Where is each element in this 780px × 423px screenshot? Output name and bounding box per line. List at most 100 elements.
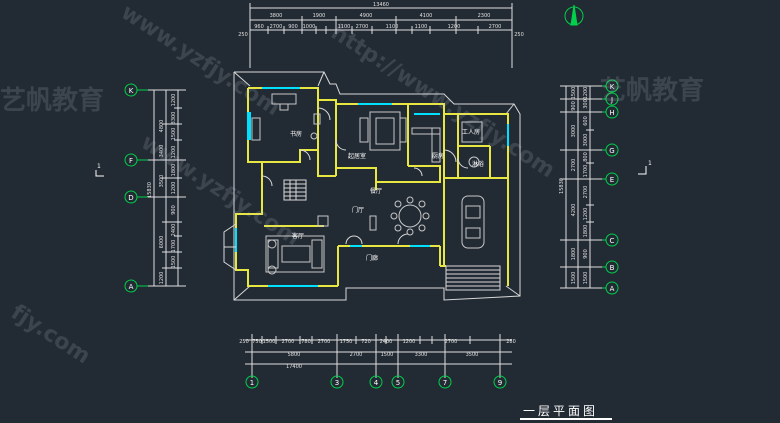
drawing-title: 一层平面图 <box>523 404 599 418</box>
left-dim-o3: 6000 <box>159 236 165 249</box>
axis-right-j: J <box>610 96 613 104</box>
room-label-foyer: 门厅 <box>352 206 364 214</box>
bottom-dim-r2-3: 3300 <box>415 352 428 358</box>
right-dim-o3: 2700 <box>571 159 577 172</box>
bottom-dim-r1-8: 2400 <box>380 339 393 345</box>
axis-bottom-7: 7 <box>443 379 447 387</box>
windows <box>235 87 509 287</box>
bottom-dim-r2-2: 1500 <box>381 352 394 358</box>
left-dim-o2: 3500 <box>159 175 165 188</box>
doors <box>261 107 469 245</box>
top-dim-r2-3: 4100 <box>420 13 433 19</box>
bottom-dim-r1-4: 780 <box>301 339 311 345</box>
bottom-axis-markers <box>245 375 507 389</box>
bottom-dimension-lines <box>245 334 512 378</box>
left-dim-i8: 1700 <box>171 240 177 253</box>
bottom-dim-r1-3: 2700 <box>282 339 295 345</box>
top-dim-r3-3: 1000 <box>303 24 316 30</box>
top-dim-r3-2: 900 <box>288 24 298 30</box>
top-dim-end-r: 250 <box>514 32 524 38</box>
axis-bottom-3: 3 <box>335 379 339 387</box>
right-dim-o1: 900 <box>571 101 577 111</box>
furniture <box>251 93 485 275</box>
right-axis-markers <box>602 79 619 295</box>
room-label-servant: 工人房 <box>462 128 480 136</box>
right-dim-o0: 1500 <box>571 87 577 100</box>
porch-steps <box>445 265 501 291</box>
top-dim-r2-4: 2300 <box>478 13 491 19</box>
left-dim-i2: 1500 <box>171 128 177 141</box>
left-dim-o0: 4800 <box>159 120 165 133</box>
room-label-study: 书房 <box>290 130 302 138</box>
left-dim-i9: 1500 <box>171 256 177 269</box>
right-dimension-lines <box>560 85 602 289</box>
axis-bottom-1: 1 <box>250 379 254 387</box>
top-dim-r3-9: 2700 <box>489 24 502 30</box>
top-dim-r2-1: 1900 <box>313 13 326 19</box>
right-dim-o4: 4200 <box>571 204 577 217</box>
left-dim-i3: 1200 <box>171 146 177 159</box>
section-mark-right-label: 1 <box>648 160 652 167</box>
top-dim-r3-0: 960 <box>254 24 264 30</box>
room-label-dining: 餐厅 <box>370 187 382 195</box>
section-mark-right <box>638 166 647 175</box>
top-dimension-lines <box>249 3 513 68</box>
right-dim-i7: 1200 <box>583 208 589 221</box>
bottom-dim-r2-4: 3500 <box>466 352 479 358</box>
room-label-bathroom: 淋浴 <box>472 160 484 168</box>
left-dim-total: 15830 <box>147 182 153 198</box>
room-label-porch: 门廊 <box>366 254 378 262</box>
bottom-dim-r1-11: 280 <box>506 339 516 345</box>
axis-right-h: H <box>609 109 614 117</box>
axis-bottom-5: 5 <box>396 379 400 387</box>
bottom-dim-total: 17400 <box>286 364 302 370</box>
top-dim-total: 13460 <box>373 2 389 8</box>
axis-right-k: K <box>610 83 615 91</box>
axis-right-a: A <box>610 285 615 293</box>
axis-bottom-4: 4 <box>374 379 379 387</box>
bottom-dim-r1-9: 1200 <box>403 339 416 345</box>
top-dim-r2-0: 3800 <box>270 13 283 19</box>
top-dim-r3-7: 1100 <box>415 24 428 30</box>
axis-right-g: G <box>609 147 614 155</box>
right-dim-i6: 2700 <box>583 186 589 199</box>
bottom-dim-r1-5: 2700 <box>318 339 331 345</box>
left-dim-i1: 3300 <box>171 112 177 125</box>
staircase <box>283 179 307 201</box>
left-dim-i0: 1200 <box>171 94 177 107</box>
top-dim-r2-2: 4900 <box>360 13 373 19</box>
right-dim-i9: 900 <box>583 249 589 259</box>
bottom-dim-r1-0: 250 <box>239 339 249 345</box>
right-dim-i8: 1800 <box>583 225 589 238</box>
right-dim-i5: 1700 <box>583 165 589 178</box>
axis-right-c: C <box>610 237 615 245</box>
top-dim-end-l: 250 <box>238 32 248 38</box>
right-dim-i1: 300 <box>583 99 589 109</box>
axis-left-k: K <box>129 87 134 95</box>
top-dim-r3-6: 1100 <box>386 24 399 30</box>
section-mark-left <box>95 170 104 177</box>
room-label-lounge: 客厅 <box>292 232 304 240</box>
axis-left-f: F <box>129 157 133 165</box>
right-dim-o6: 1500 <box>571 272 577 285</box>
right-dim-i0: 1200 <box>583 87 589 100</box>
left-dimension-lines <box>148 89 186 287</box>
axis-left-a: A <box>129 283 134 291</box>
right-dim-i2: 600 <box>583 116 589 126</box>
axis-bottom-9: 9 <box>498 379 502 387</box>
bottom-dim-r2-1: 2700 <box>350 352 363 358</box>
right-dim-i4: 800 <box>583 152 589 162</box>
bottom-dim-r1-1: 750 <box>252 339 262 345</box>
left-dim-i6: 900 <box>171 205 177 215</box>
bottom-dim-r1-10: 2700 <box>445 339 458 345</box>
bay-window <box>223 223 237 271</box>
section-mark-left-label: 1 <box>97 163 101 170</box>
left-axis-markers <box>124 83 148 293</box>
left-dim-o4: 1200 <box>159 272 165 285</box>
roof-outline <box>233 71 521 301</box>
axis-right-e: E <box>610 176 614 184</box>
top-dim-r3-1: 2700 <box>270 24 283 30</box>
room-label-kitchen: 厨房 <box>432 152 444 160</box>
